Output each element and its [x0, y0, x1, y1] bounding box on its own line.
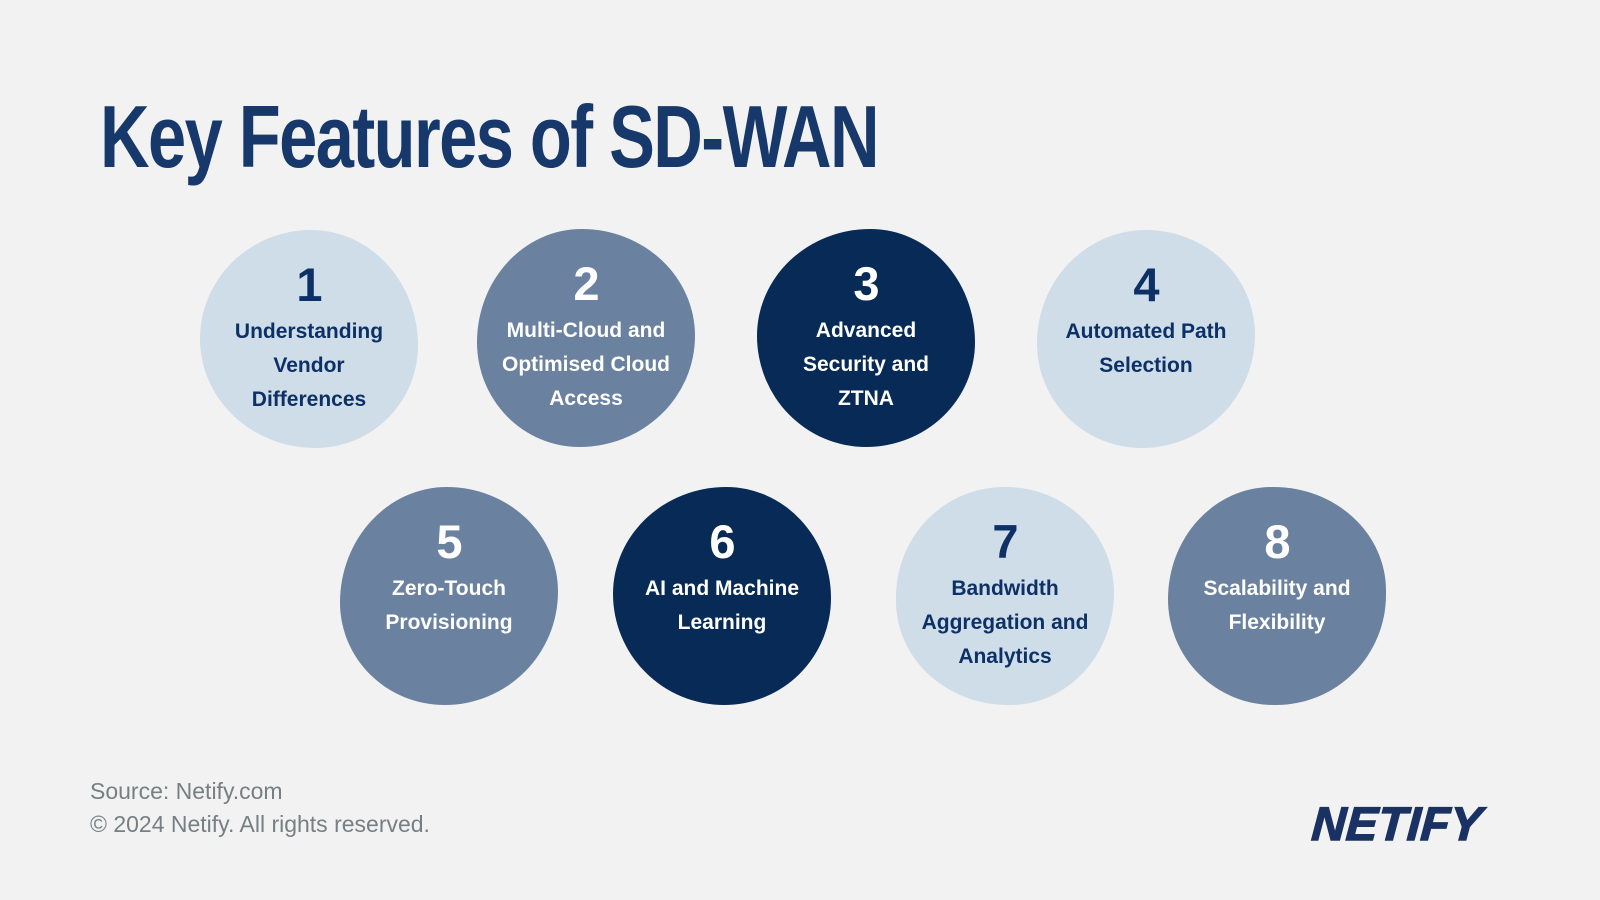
feature-number: 5: [436, 515, 462, 568]
feature-number: 2: [573, 257, 599, 310]
feature-number: 4: [1133, 258, 1159, 311]
feature-number: 8: [1264, 515, 1290, 568]
feature-circle-4: 4 Automated Path Selection: [1037, 230, 1255, 448]
feature-label: Bandwidth Aggregation and Analytics: [921, 577, 1089, 669]
feature-circle-5: 5 Zero-Touch Provisioning: [340, 487, 558, 705]
feature-circle-3: 3 Advanced Security and ZTNA: [757, 229, 975, 447]
footer-source-block: Source: Netify.com © 2024 Netify. All ri…: [90, 775, 430, 842]
feature-label: Multi-Cloud and Optimised Cloud Access: [502, 319, 670, 411]
feature-circle-2: 2 Multi-Cloud and Optimised Cloud Access: [477, 229, 695, 447]
feature-circle-6: 6 AI and Machine Learning: [613, 487, 831, 705]
feature-circle-7: 7 Bandwidth Aggregation and Analytics: [896, 487, 1114, 705]
feature-number: 3: [853, 257, 879, 310]
feature-number: 1: [296, 258, 322, 311]
copyright-line: © 2024 Netify. All rights reserved.: [90, 811, 430, 838]
feature-circle-1: 1 Understanding Vendor Differences: [200, 230, 418, 448]
feature-number: 7: [992, 515, 1018, 568]
feature-label: Zero-Touch Provisioning: [385, 577, 513, 635]
source-line: Source: Netify.com: [90, 778, 283, 804]
netify-logo: NETIFY: [1309, 796, 1484, 851]
feature-circle-8: 8 Scalability and Flexibility: [1168, 487, 1386, 705]
feature-number: 6: [709, 515, 735, 568]
feature-label: Advanced Security and ZTNA: [802, 319, 930, 411]
page-title: Key Features of SD-WAN: [100, 87, 880, 186]
feature-label: Automated Path Selection: [1065, 320, 1227, 378]
feature-label: Understanding Vendor Differences: [234, 320, 384, 412]
feature-label: AI and Machine Learning: [644, 577, 800, 635]
feature-label: Scalability and Flexibility: [1203, 577, 1351, 635]
